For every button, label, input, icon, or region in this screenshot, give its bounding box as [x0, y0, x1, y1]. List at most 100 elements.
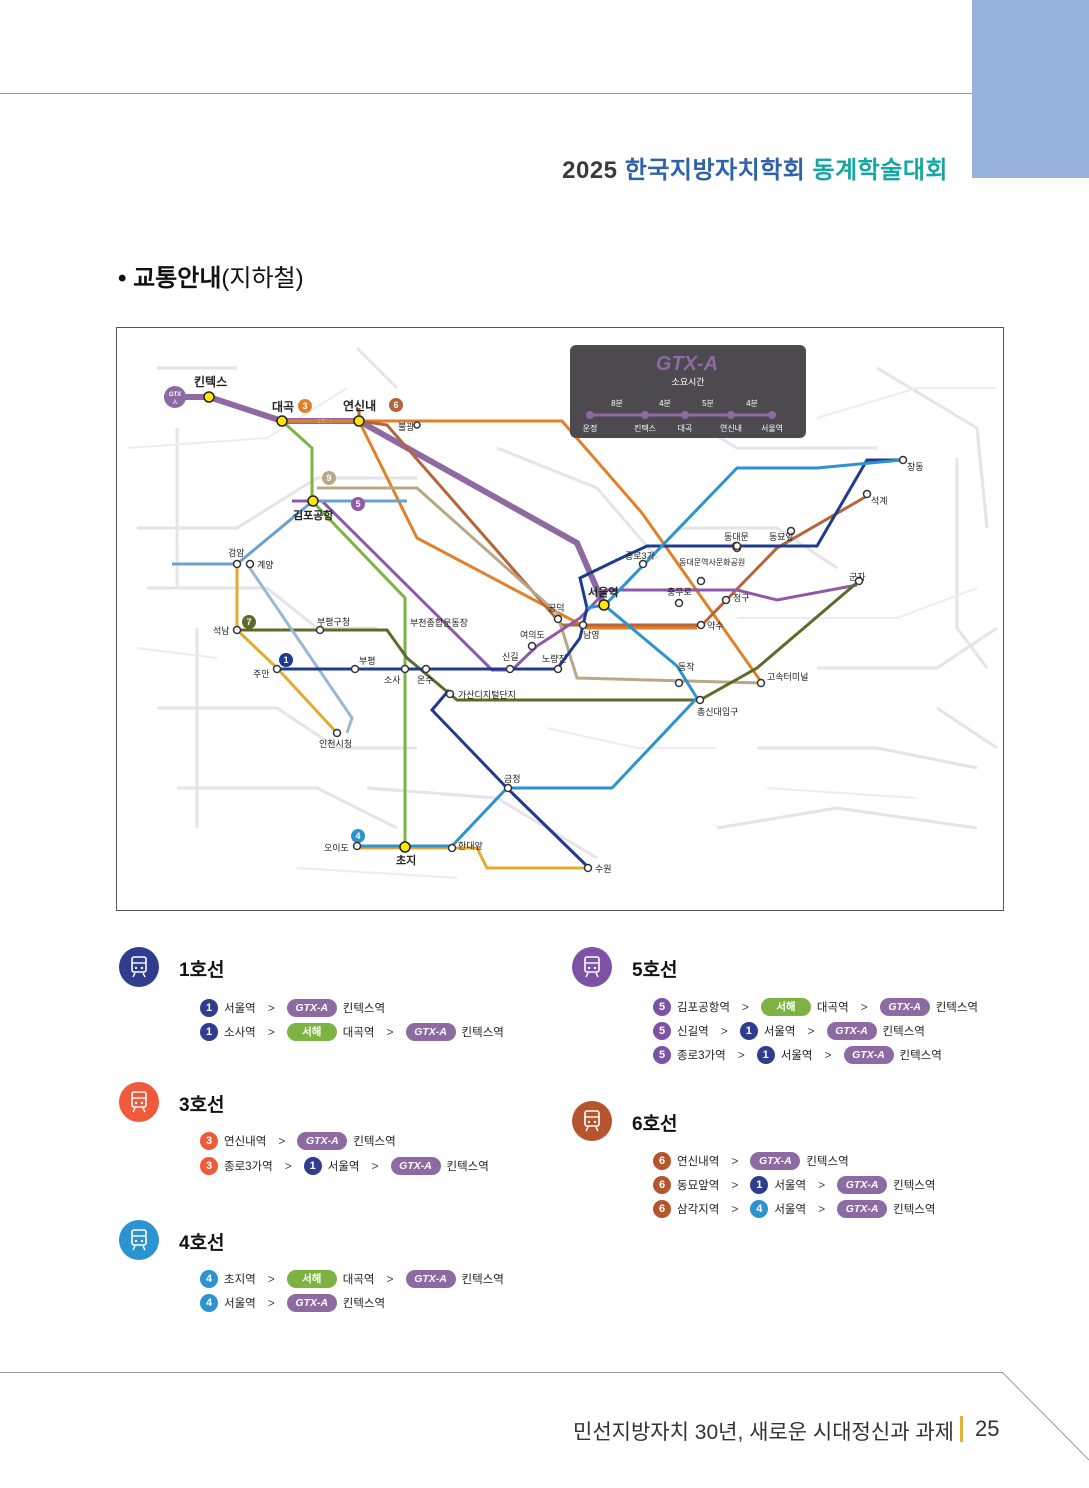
gtx-legend-subtitle: 소요시간: [671, 377, 704, 387]
line-badge: 5: [653, 1022, 671, 1040]
line-badge: 5: [653, 998, 671, 1016]
station-name: 킨텍스역: [935, 1002, 979, 1014]
seohae-pill: 서해: [760, 998, 811, 1016]
line-badge: 3: [200, 1157, 218, 1175]
gtx-legend-time: 4분: [659, 399, 671, 408]
gtx-a-pill: GTX-A: [843, 1046, 894, 1064]
line-6-path: [357, 408, 868, 627]
station-label: 주안: [253, 669, 270, 679]
major-station-dots: [203, 391, 610, 853]
subway-icon: [572, 1101, 612, 1141]
station-label: 종로3가: [625, 551, 655, 561]
line-4-path: [357, 458, 903, 848]
header-org: 한국지방자치학회: [624, 157, 806, 184]
line-badge: 4: [750, 1200, 769, 1218]
gtx-legend-station: 대곡: [678, 424, 693, 433]
corner-color-block: [972, 0, 1089, 178]
station-name: 종로3가역: [224, 1161, 273, 1173]
station-label: 노량진: [542, 653, 567, 664]
chevron-right-icon: >: [267, 1272, 275, 1286]
chevron-right-icon: >: [818, 1178, 826, 1192]
line-badge: 6: [653, 1152, 671, 1170]
station-name: 킨텍스역: [353, 1136, 396, 1148]
station-name: 서울역: [763, 1026, 796, 1038]
gtx-legend-dots: [586, 411, 776, 419]
map-badge-text: 9: [326, 473, 331, 483]
station-dots: [232, 421, 908, 873]
gtx-a-pill: GTX-A: [405, 1270, 456, 1288]
station-label: 고속터미널: [767, 672, 808, 682]
route-row: 3 종로3가역 > 1 서울역 > GTX-A 킨텍스역: [200, 1156, 489, 1176]
seohae-pill: 서해: [286, 1270, 337, 1288]
seohae-line-path: [280, 419, 407, 848]
station-label: 계양: [257, 559, 274, 570]
gtx-a-pill: GTX-A: [390, 1157, 441, 1175]
map-badge-line-6: [389, 398, 403, 412]
station-name: 대곡역: [342, 1274, 375, 1286]
line-badge: 4: [200, 1294, 218, 1312]
gtx-legend-time-labels: 8분 4분 5분 4분: [611, 399, 758, 408]
map-badge-line-1: [279, 653, 293, 667]
chevron-right-icon: >: [284, 1159, 292, 1173]
station-label: 금정: [504, 774, 521, 784]
incheon-line-path: [245, 563, 354, 734]
line-name: 6호선: [632, 1114, 678, 1135]
station-label: 신길: [502, 652, 519, 662]
map-badge-text: 1: [283, 655, 288, 665]
station-name: 동묘앞역: [677, 1180, 720, 1192]
line-name: 5호선: [632, 960, 678, 981]
station-label: 온수: [417, 675, 434, 685]
gtx-a-pill: GTX-A: [286, 999, 337, 1017]
line-name: 4호선: [179, 1233, 225, 1254]
map-badge-line-4: [351, 829, 365, 843]
map-line-badges: 3 6 9 5 7 1 4: [242, 398, 403, 843]
station-label: 석남: [213, 626, 230, 636]
station-label: 총신대입구: [697, 706, 738, 717]
map-badge-line-5: [351, 497, 365, 511]
station-label: 가산디지털단지: [458, 689, 516, 700]
route-row: 5 김포공항역 > 서해 대곡역 > GTX-A 킨텍스역: [653, 997, 978, 1017]
header-title: 2025 한국지방자치학회 동계학술대회: [562, 150, 948, 185]
station-label: 인천시청: [319, 739, 352, 749]
station-label: 여의도: [520, 629, 545, 640]
route-row: 1 소사역 > 서해 대곡역 > GTX-A 킨텍스역: [200, 1022, 504, 1042]
chevron-right-icon: >: [278, 1134, 286, 1148]
chevron-right-icon: >: [267, 1296, 275, 1310]
station-label: 동대문역사문화공원: [679, 557, 745, 567]
map-badge-text: 5: [355, 499, 360, 509]
route-row: 3 연신내역 > GTX-A 킨텍스역: [200, 1131, 396, 1151]
line-badge: 5: [653, 1046, 671, 1064]
gtx-legend-time: 8분: [611, 399, 623, 408]
gtx-a-pill: GTX-A: [826, 1022, 877, 1040]
station-labels: 킨텍스 대곡 연신내 불광 김포공항 검암 계양 석남 부평구청 주안 부평 인…: [194, 374, 924, 874]
route-row: 4 서울역 > GTX-A 킨텍스역: [200, 1293, 385, 1313]
route-row: 5 종로3가역 > 1 서울역 > GTX-A 킨텍스역: [653, 1045, 942, 1065]
line-name: 1호선: [179, 960, 225, 981]
station-name: 서울역: [224, 1003, 256, 1015]
gtx-legend: GTX-A 소요시간 운정 킨텍스 대곡 연신내 서울역 8분 4분 5분 4분: [570, 345, 806, 438]
station-name: 킨텍스역: [893, 1204, 936, 1216]
gtx-legend-time: 4분: [746, 399, 758, 408]
station-label: 킨텍스: [194, 374, 227, 389]
chevron-right-icon: >: [818, 1202, 826, 1216]
station-label: 한대앞: [458, 840, 483, 851]
gtx-legend-title: GTX-A: [656, 353, 718, 375]
line-badge: 1: [303, 1157, 322, 1175]
station-label: 소사: [384, 675, 401, 685]
route-row: 6 동묘앞역 > 1 서울역 > GTX-A 킨텍스역: [653, 1175, 935, 1195]
map-badge-text: 4: [355, 831, 360, 841]
header-conference: 동계학술대회: [812, 157, 948, 184]
background-network-2: [126, 387, 997, 879]
station-name: 킨텍스역: [899, 1050, 942, 1062]
station-name: 킨텍스역: [342, 1003, 386, 1015]
gtx-legend-station-labels: 운정 킨텍스 대곡 연신내 서울역: [583, 423, 783, 433]
line-badge: 1: [739, 1022, 758, 1040]
svg-text:GTX-A: GTX-A: [447, 486, 463, 492]
station-label: 대곡: [272, 400, 294, 414]
map-badge-line-7: [242, 615, 256, 629]
chevron-right-icon: >: [386, 1025, 394, 1039]
station-label: 동묘앞: [769, 531, 794, 542]
section-title: • 교통안내(지하철): [118, 258, 304, 293]
chevron-right-icon: >: [731, 1154, 739, 1168]
